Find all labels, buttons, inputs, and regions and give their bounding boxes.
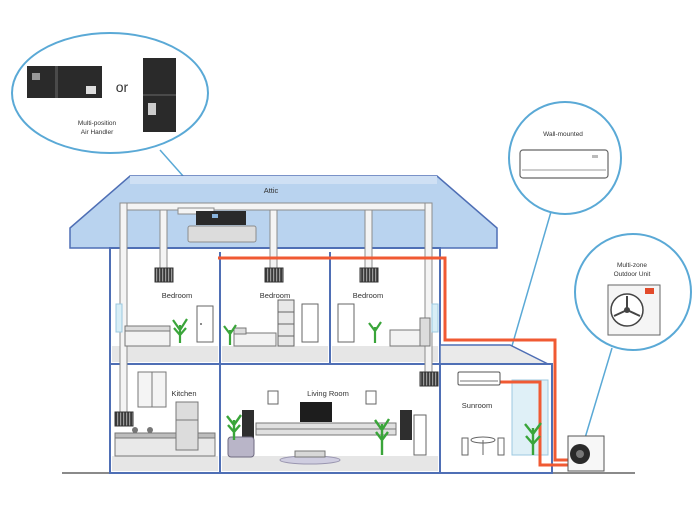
plant-icon <box>368 321 382 343</box>
plant-icon <box>524 422 542 455</box>
plant-icon <box>226 414 242 440</box>
vent-grille-icon <box>114 411 134 427</box>
bedroom-2-furniture <box>223 299 319 347</box>
bedroom-3-furniture <box>337 303 439 347</box>
sunroom-furniture <box>461 422 542 456</box>
wall-mounted-label: Wall-mounted <box>543 131 583 138</box>
or-label: or <box>116 79 129 95</box>
kitchen-label: Kitchen <box>171 389 196 398</box>
sunroom-structure <box>439 344 553 474</box>
bedroom-1-label: Bedroom <box>162 291 192 300</box>
callout-air-handler: or Multi-position Air Handler <box>11 32 209 154</box>
room-labels: Attic Bedroom Bedroom Bedroom Kitchen Li… <box>162 186 492 410</box>
vent-grille-icon <box>264 267 284 283</box>
attic-label: Attic <box>264 186 279 195</box>
plant-icon <box>223 324 237 345</box>
air-handler-label-line2: Air Handler <box>81 129 114 136</box>
living-room-label: Living Room <box>307 389 349 398</box>
sunroom-wall-unit <box>457 371 501 386</box>
bedroom-3-label: Bedroom <box>353 291 383 300</box>
callout-wall-mounted: Wall-mounted <box>508 101 622 215</box>
vent-grille-icon <box>419 371 439 387</box>
sunroom-label: Sunroom <box>462 401 492 410</box>
ground-outdoor-unit <box>567 435 605 472</box>
bedroom-1-furniture <box>115 303 214 347</box>
vent-grille-icon <box>154 267 174 283</box>
outdoor-label-line2: Outdoor Unit <box>614 271 651 278</box>
roof <box>69 175 498 249</box>
bedroom-2-label: Bedroom <box>260 291 290 300</box>
outdoor-label-line1: Multi-zone <box>617 262 647 269</box>
vent-grille-icon <box>359 267 379 283</box>
attic-air-handler <box>187 211 257 243</box>
plant-icon <box>374 418 391 455</box>
living-room-furniture <box>226 390 427 465</box>
callout-outdoor-unit: Multi-zone Outdoor Unit <box>574 233 692 351</box>
kitchen-furniture <box>114 371 216 457</box>
plant-icon <box>172 318 188 343</box>
ceiling-registers <box>114 267 439 427</box>
air-handler-label-line1: Multi-position <box>78 120 117 127</box>
